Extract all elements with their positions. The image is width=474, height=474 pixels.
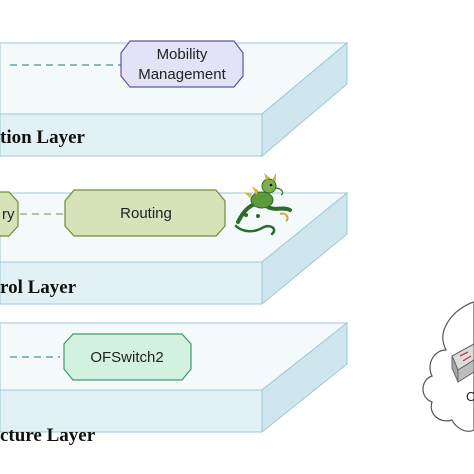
routing-shape — [64, 189, 226, 237]
switch-device-icon — [451, 343, 474, 383]
control-layer-side — [261, 191, 348, 306]
control-layer: ry Routing rol Layer — [0, 173, 349, 306]
network-cloud: C — [422, 301, 474, 432]
ofswitch2-label: OFSwitch2 — [90, 349, 163, 366]
application-layer-label: tion Layer — [0, 127, 86, 148]
infrastructure-layer: OFSwitch2 cture Layer — [0, 321, 349, 446]
application-layer-side — [261, 41, 348, 158]
infrastructure-layer-label: cture Layer — [0, 425, 96, 446]
infrastructure-layer-side — [261, 321, 348, 434]
dragon-mascot-icon — [234, 173, 292, 236]
mobility-management-label-line2: Management — [138, 66, 226, 83]
mobility-management-shape — [120, 40, 244, 88]
mobility-management-label-line1: Mobility — [157, 46, 208, 63]
routing-node: Routing — [64, 189, 226, 237]
partial-control-shape — [0, 191, 19, 237]
application-layer: Mobility Management tion Layer — [0, 40, 349, 158]
ofswitch2-node: OFSwitch2 — [63, 333, 192, 381]
partial-control-label: ry — [2, 206, 15, 223]
mobility-management-node: Mobility Management — [120, 40, 244, 88]
cloud-label: C — [466, 389, 474, 404]
ofswitch2-shape — [63, 333, 192, 381]
partial-control-node: ry — [0, 191, 19, 237]
control-layer-label: rol Layer — [0, 277, 77, 298]
routing-label: Routing — [120, 205, 172, 222]
cloud-outline — [422, 301, 474, 432]
